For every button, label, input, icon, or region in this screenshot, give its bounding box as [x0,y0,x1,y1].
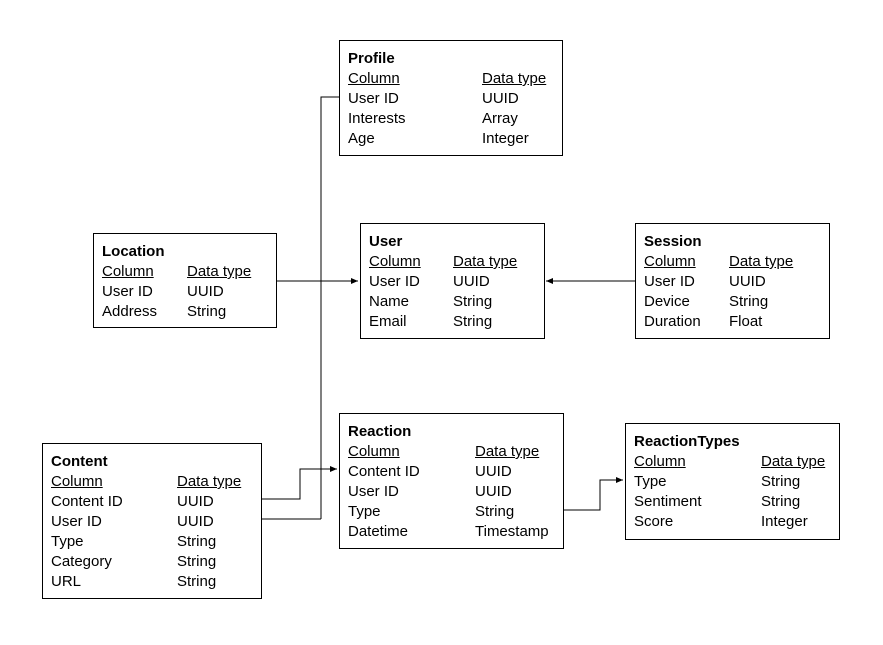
entity-title: User [369,233,403,250]
type-header: Data type [729,253,794,270]
column-header: Column [644,253,696,270]
line-profile-trunk [320,96,339,519]
column-header: Column [51,473,103,490]
column-header: Column [634,453,686,470]
type-header: Data type [453,253,518,270]
type-header: Data type [475,443,540,460]
column-header: Column [102,263,154,280]
line-reaction-reactiontypes [564,477,623,511]
entity-title: Location [102,243,165,260]
column-header: Column [348,70,400,87]
type-header: Data type [187,263,252,280]
entity-title: Profile [348,50,395,67]
entity-title: Session [644,233,702,250]
entity-title: ReactionTypes [634,433,740,450]
entity-title: Content [51,453,108,470]
column-header: Column [369,253,421,270]
type-header: Data type [177,473,242,490]
entity-title: Reaction [348,423,412,440]
line-content-reaction [262,466,337,500]
type-header: Data type [482,70,547,87]
column-header: Column [348,443,400,460]
type-header: Data type [761,453,826,470]
